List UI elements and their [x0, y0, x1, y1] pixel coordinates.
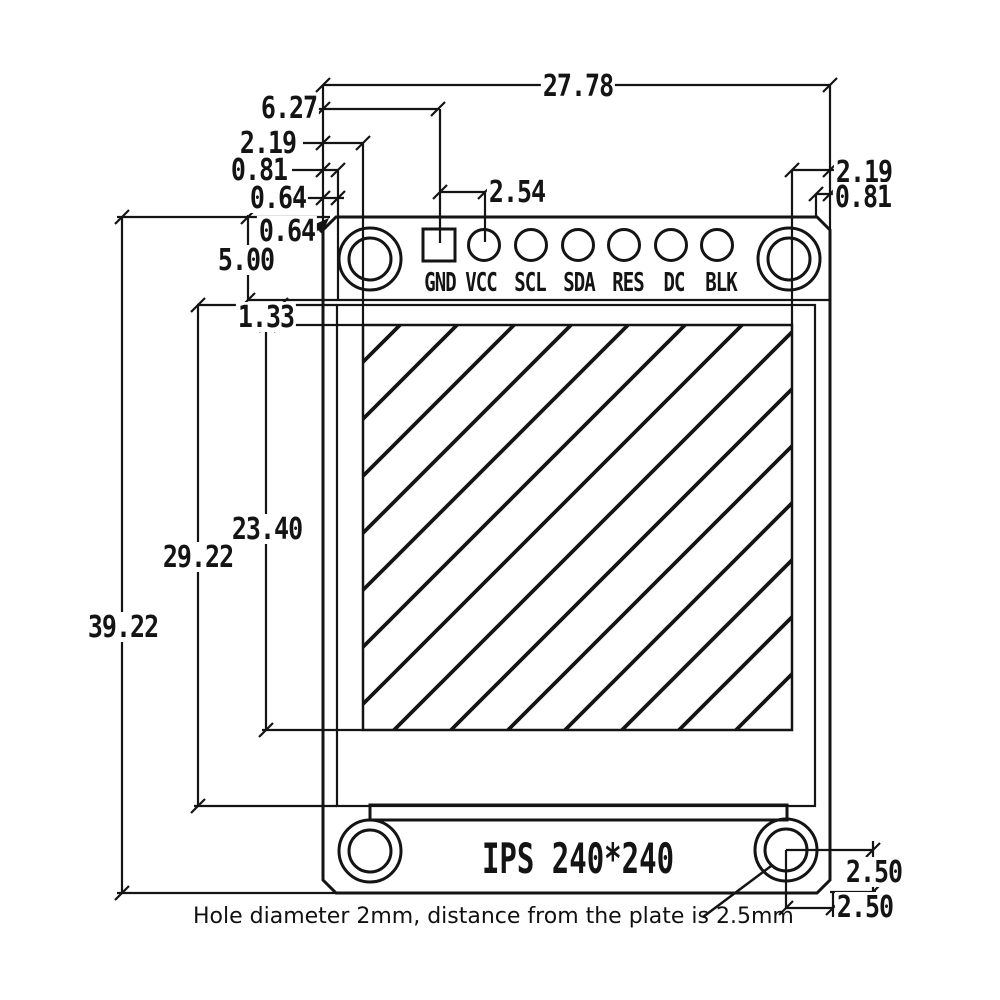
dim-active-height: 23.40	[229, 511, 305, 547]
dim-total-width: 27.78	[540, 68, 616, 104]
dim-hole-right-offset: 2.50	[834, 889, 896, 925]
dim-total-height: 39.22	[85, 609, 161, 645]
dim-glass-right-offset: 0.81	[832, 179, 894, 215]
panel-title: IPS 240*240	[481, 833, 675, 883]
connector-bar	[368, 803, 789, 822]
pin-label-gnd: GND	[424, 266, 456, 298]
dim-hole-bottom-offset: 2.50	[843, 854, 905, 890]
dim-active-left-offset: 2.19	[237, 125, 299, 161]
dim-edge-gap-b: 0.64	[256, 213, 318, 249]
pin-label-blk: BLK	[705, 266, 737, 298]
pin-label-scl: SCL	[514, 266, 546, 298]
module-outline	[321, 215, 832, 895]
dim-edge-gap-a: 0.64	[247, 180, 309, 216]
hole-note: Hole diameter 2mm, distance from the pla…	[193, 904, 794, 929]
pin-label-res: RES	[612, 266, 644, 298]
pin-label-sda: SDA	[563, 266, 595, 298]
dim-pin1-offset: 6.27	[258, 90, 320, 126]
pin-label-vcc: VCC	[465, 266, 497, 298]
dim-active-top-gap: 1.33	[235, 299, 297, 335]
dim-pin-pitch: 2.54	[486, 174, 548, 210]
active-area-hatch	[361, 323, 794, 732]
pin-label-dc: DC	[663, 266, 686, 298]
dim-glass-left-offset: 0.81	[228, 152, 290, 188]
note-leader-line	[702, 865, 772, 918]
dim-header-height: 5.00	[215, 242, 277, 278]
pin-header	[421, 227, 734, 263]
dim-glass-height: 29.22	[160, 539, 236, 575]
